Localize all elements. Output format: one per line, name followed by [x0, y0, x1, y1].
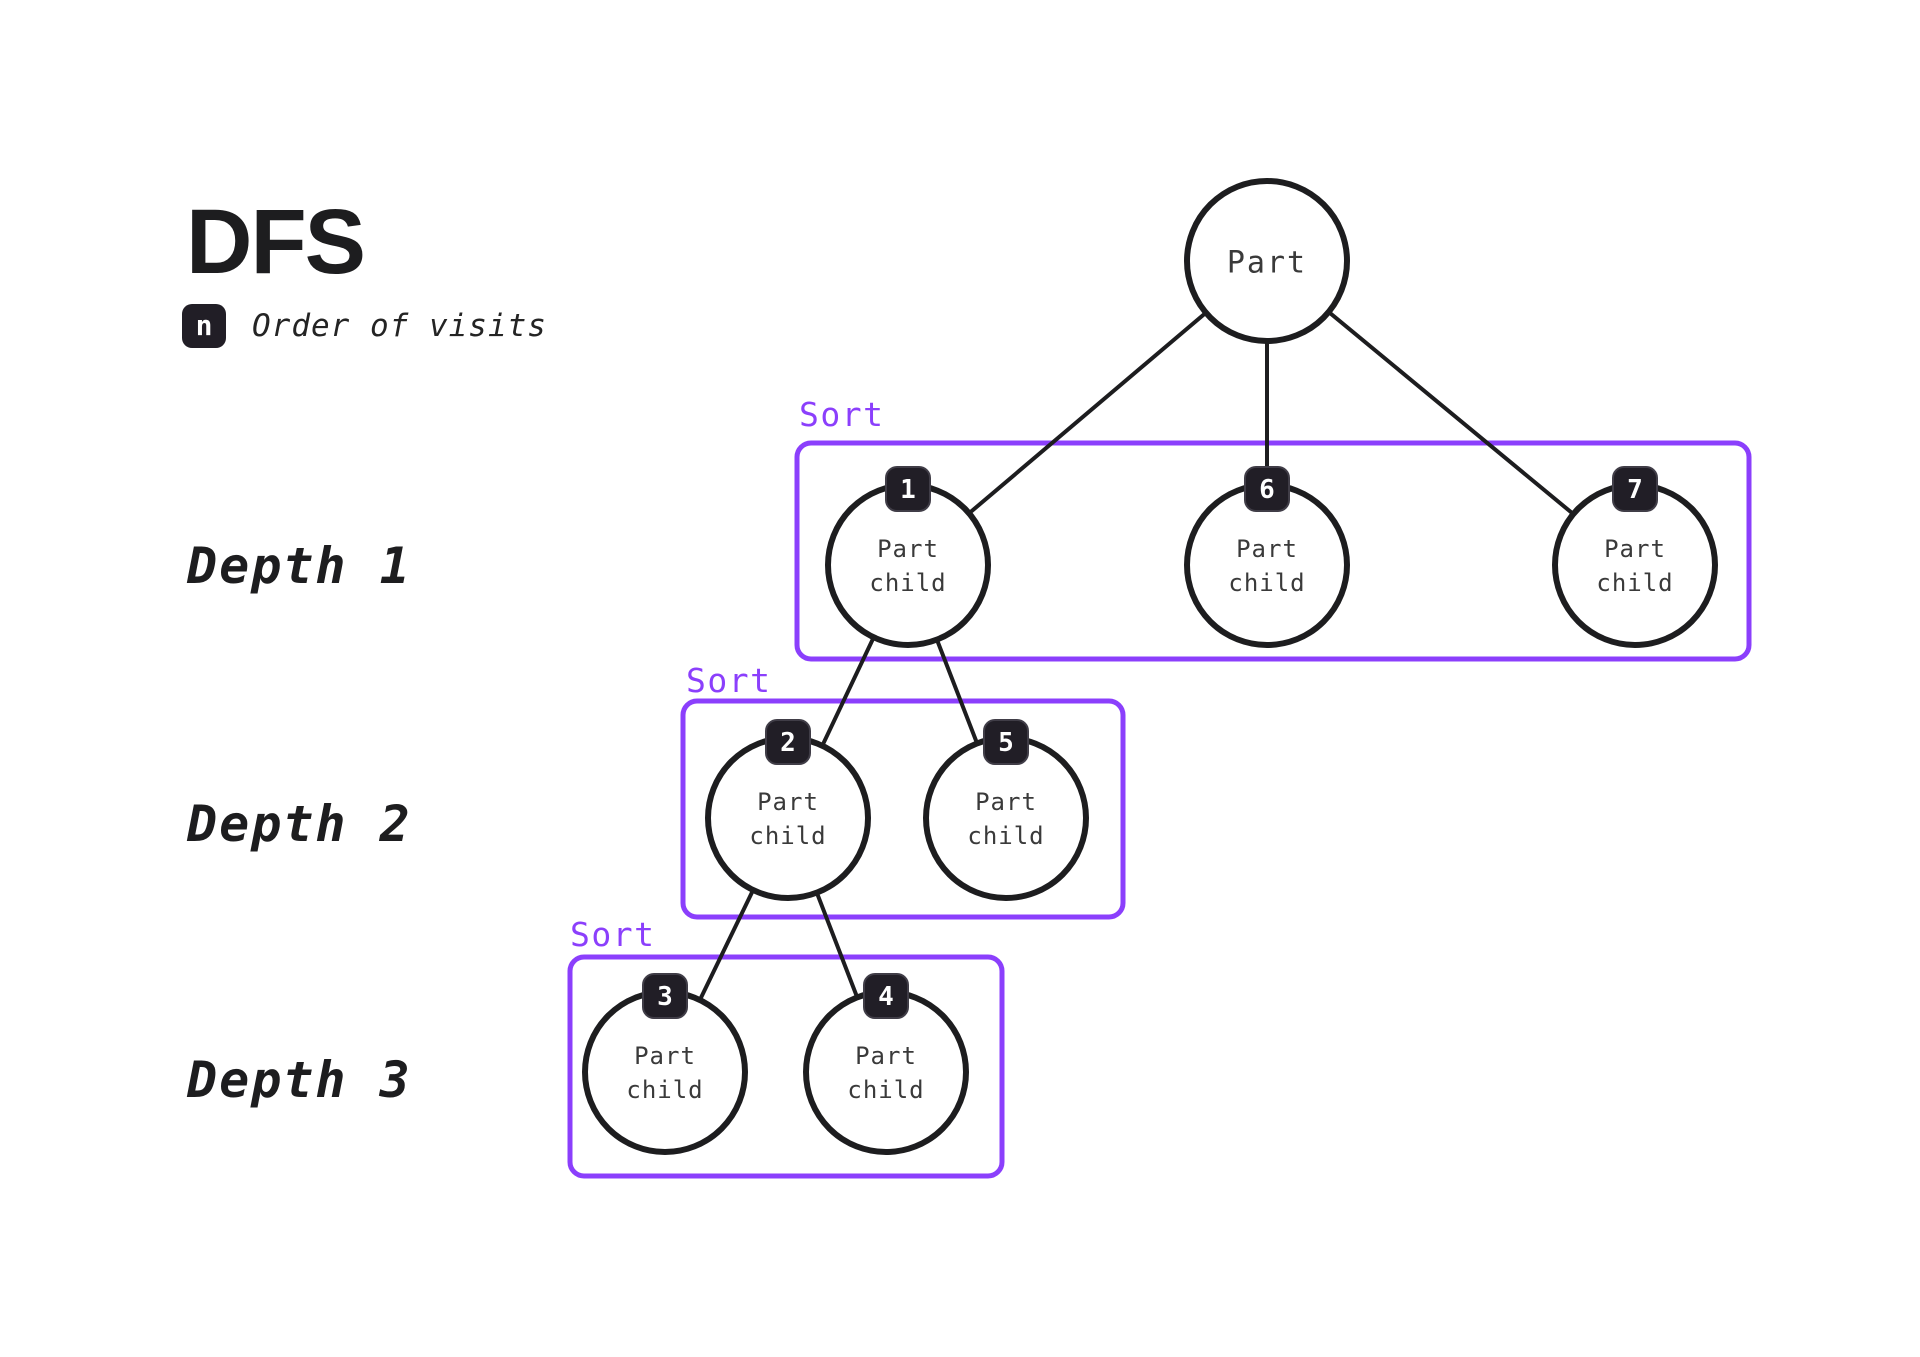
node-label-line1: Part — [877, 535, 939, 563]
visit-order-badge — [765, 719, 811, 765]
tree-node-visit-2: Part child 2 — [705, 719, 871, 901]
sort-label: Sort — [686, 661, 771, 700]
order-of-visits-legend: n Order of visits — [182, 304, 547, 348]
sort-group-depth-2: Sort — [680, 661, 1126, 920]
node-label-line2: child — [967, 822, 1044, 850]
visit-order-badge — [863, 973, 909, 1019]
node-label-line1: Part — [634, 1042, 696, 1070]
node-label-line1: Part — [975, 788, 1037, 816]
visit-order-number: 5 — [998, 728, 1014, 758]
sort-box — [567, 954, 1005, 1179]
visit-order-number: 1 — [900, 475, 916, 505]
visit-order-number: 3 — [657, 982, 673, 1012]
node-label-line1: Part — [1604, 535, 1666, 563]
root-node: Part — [1184, 178, 1350, 344]
node-label-line1: Part — [757, 788, 819, 816]
root-node-circle — [1184, 178, 1350, 344]
sort-box — [680, 698, 1126, 920]
visit-order-badge — [885, 466, 931, 512]
node-label-line1: Part — [855, 1042, 917, 1070]
tree-node-visit-1: Part child 1 — [825, 466, 991, 648]
visit-order-badge-icon: n — [182, 304, 226, 348]
tree-node-visit-3: Part child 3 — [582, 973, 748, 1155]
node-label-line2: child — [749, 822, 826, 850]
node-label-line2: child — [626, 1076, 703, 1104]
root-node-label: Part — [1227, 246, 1307, 281]
tree-node-visit-7: Part child 7 — [1552, 466, 1718, 648]
visit-order-badge — [642, 973, 688, 1019]
depth-3-label: Depth 3 — [187, 1051, 412, 1109]
node-label-line2: child — [847, 1076, 924, 1104]
legend-label: Order of visits — [252, 308, 547, 344]
visit-order-number: 6 — [1259, 475, 1275, 505]
node-label-line2: child — [1228, 569, 1305, 597]
node-label-line1: Part — [1236, 535, 1298, 563]
depth-2-label: Depth 2 — [187, 795, 412, 853]
node-label-line2: child — [869, 569, 946, 597]
visit-order-number: 4 — [878, 982, 894, 1012]
visit-order-badge — [1244, 466, 1290, 512]
tree-edges — [663, 259, 1637, 1074]
tree-node-visit-5: Part child 5 — [923, 719, 1089, 901]
visit-order-number: 2 — [780, 728, 796, 758]
node-label-line2: child — [1596, 569, 1673, 597]
depth-1-label: Depth 1 — [187, 537, 412, 595]
visit-order-number: 7 — [1627, 475, 1643, 505]
sort-group-depth-1: Sort — [794, 395, 1752, 662]
visit-order-badge — [983, 719, 1029, 765]
sort-box — [794, 440, 1752, 662]
page-title: DFS — [186, 191, 366, 293]
sort-group-depth-3: Sort — [567, 915, 1005, 1179]
tree-node-visit-6: Part child 6 — [1184, 466, 1350, 648]
visit-order-badge — [1612, 466, 1658, 512]
tree-node-visit-4: Part child 4 — [803, 973, 969, 1155]
sort-label: Sort — [570, 915, 655, 954]
sort-label: Sort — [799, 395, 884, 434]
